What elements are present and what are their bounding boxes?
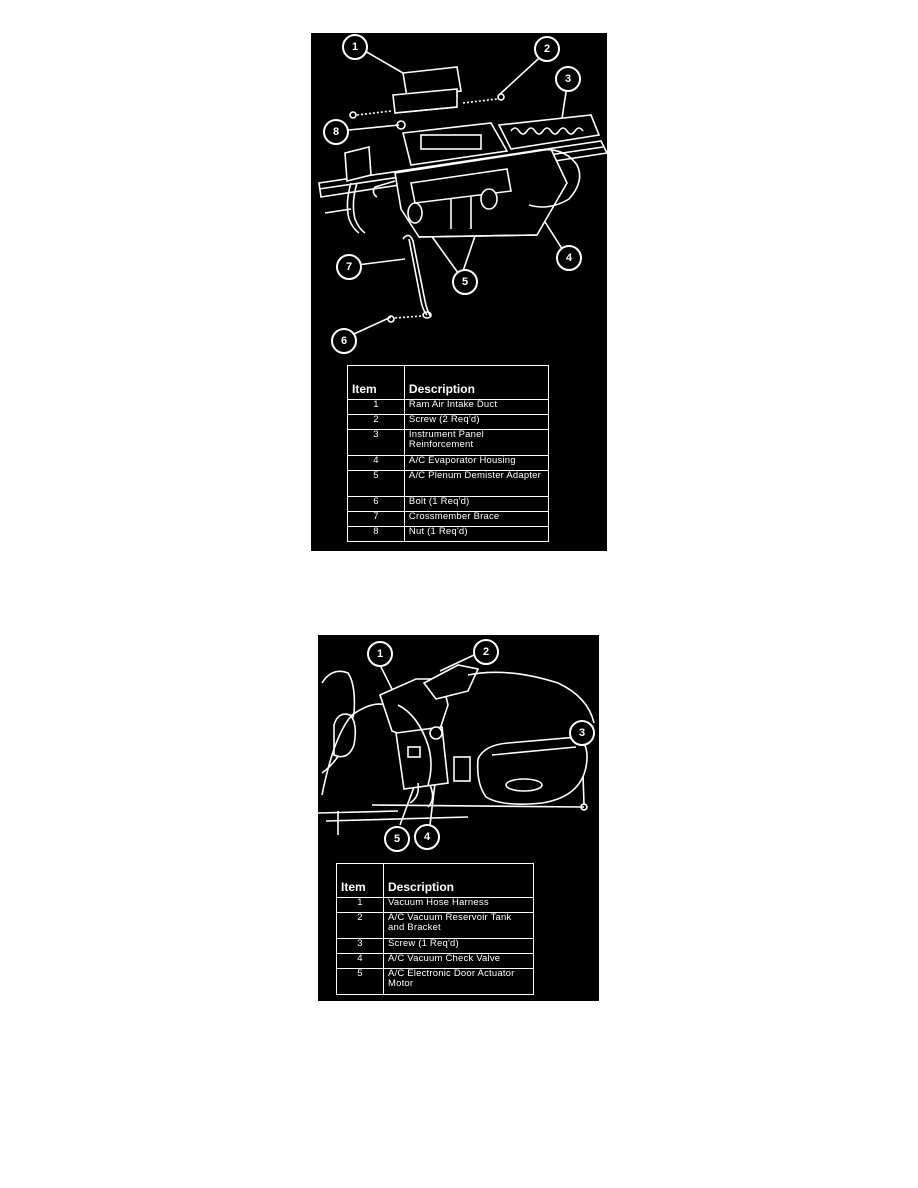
item-description: Vacuum Hose Harness — [383, 897, 534, 913]
item-column-header: Item — [347, 365, 405, 400]
table-row: 8 Nut (1 Req'd) — [347, 526, 550, 542]
item-number: 1 — [336, 897, 384, 913]
item-description: A/C Plenum Demister Adapter — [403, 470, 550, 497]
table-row: 2 Screw (2 Req'd) — [347, 414, 550, 430]
table-row: 5 A/C Electronic Door Actuator Motor — [336, 968, 534, 995]
callout-2: 2 — [473, 639, 499, 665]
table-row: 5 A/C Plenum Demister Adapter — [347, 470, 550, 497]
callout-7: 7 — [336, 254, 362, 280]
item-number: 8 — [347, 526, 405, 542]
callout-5: 5 — [452, 269, 478, 295]
parts-legend-table: Item Description 1 Vacuum Hose Harness 2… — [336, 863, 534, 995]
table-row: 7 Crossmember Brace — [347, 511, 550, 527]
callout-1: 1 — [342, 34, 368, 60]
parts-legend-table: Item Description 1 Ram Air Intake Duct 2… — [347, 365, 550, 542]
table-row: 3 Instrument Panel Reinforcement — [347, 429, 550, 456]
item-number: 2 — [336, 912, 384, 939]
callout-8: 8 — [323, 119, 349, 145]
table-row: 1 Vacuum Hose Harness — [336, 897, 534, 913]
item-description: Bolt (1 Req'd) — [403, 496, 550, 512]
table-row: 4 A/C Evaporator Housing — [347, 455, 550, 471]
table-row: 2 A/C Vacuum Reservoir Tank and Bracket — [336, 912, 534, 939]
table-row: 6 Bolt (1 Req'd) — [347, 496, 550, 512]
item-number: 5 — [347, 470, 405, 497]
description-column-header: Description — [383, 863, 534, 898]
item-description: Nut (1 Req'd) — [403, 526, 550, 542]
table-row: 1 Ram Air Intake Duct — [347, 399, 550, 415]
callout-1: 1 — [367, 641, 393, 667]
item-number: 1 — [347, 399, 405, 415]
item-description: Screw (2 Req'd) — [403, 414, 550, 430]
item-description: Instrument Panel Reinforcement — [403, 429, 550, 456]
legend-header-row: Item Description — [336, 863, 534, 898]
item-description: Crossmember Brace — [403, 511, 550, 527]
vacuum-system-diagram: 1 2 3 5 4 Item Description 1 Vacuum Hose… — [318, 635, 599, 1001]
item-number: 4 — [336, 953, 384, 969]
item-number: 4 — [347, 455, 405, 471]
item-description: A/C Evaporator Housing — [403, 455, 550, 471]
callout-3: 3 — [569, 720, 595, 746]
evaporator-housing-diagram: 1 2 3 8 7 5 4 6 Item Description 1 Ram A… — [311, 33, 607, 551]
callout-4: 4 — [414, 824, 440, 850]
item-description: Ram Air Intake Duct — [403, 399, 550, 415]
evaporator-housing-illustration — [318, 46, 607, 340]
item-description: A/C Electronic Door Actuator Motor — [383, 968, 534, 995]
item-number: 6 — [347, 496, 405, 512]
item-number: 3 — [336, 938, 384, 954]
item-description: A/C Vacuum Check Valve — [383, 953, 534, 969]
item-number: 2 — [347, 414, 405, 430]
item-number: 3 — [347, 429, 405, 456]
callout-3: 3 — [555, 66, 581, 92]
callout-6: 6 — [331, 328, 357, 354]
callout-4: 4 — [556, 245, 582, 271]
description-column-header: Description — [403, 365, 550, 400]
item-description: A/C Vacuum Reservoir Tank and Bracket — [383, 912, 534, 939]
vacuum-system-illustration — [318, 654, 595, 835]
item-description: Screw (1 Req'd) — [383, 938, 534, 954]
callout-5: 5 — [384, 826, 410, 852]
legend-header-row: Item Description — [347, 365, 550, 400]
item-column-header: Item — [336, 863, 384, 898]
table-row: 3 Screw (1 Req'd) — [336, 938, 534, 954]
item-number: 7 — [347, 511, 405, 527]
callout-2: 2 — [534, 36, 560, 62]
table-row: 4 A/C Vacuum Check Valve — [336, 953, 534, 969]
item-number: 5 — [336, 968, 384, 995]
